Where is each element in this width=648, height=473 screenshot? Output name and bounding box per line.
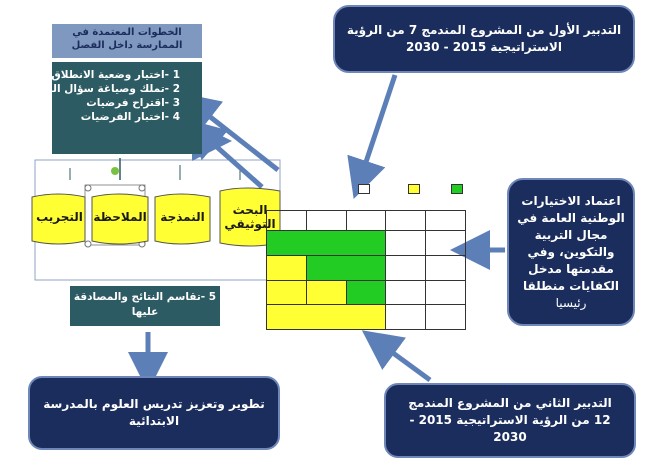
handle: [84, 240, 92, 248]
banner-namdhaja: النمذجة: [160, 210, 205, 224]
arrow-top-box: [347, 74, 398, 199]
handle: [84, 184, 92, 192]
steps-box: 1 -اختيار وضعية الانطلاق 2 -تملك وصياغة …: [20, 62, 202, 154]
banner-bahth: البحث التوثيقي: [224, 203, 276, 231]
step-1: 1 -اختيار وضعية الانطلاق: [51, 69, 180, 81]
banner-namdhaja-shape: [154, 193, 211, 245]
banner-tajrib: التجريب: [36, 210, 83, 224]
title-box: الخطوات المعتمدة في الممارسة داخل الفصل: [52, 24, 202, 58]
arrow-bottom-box: [361, 330, 432, 383]
banner-mulahadha-shape: [91, 193, 149, 245]
legend-white: [358, 184, 370, 194]
step-5-box: 5 -تقاسم النتائج والمصادقة عليها: [70, 286, 220, 326]
step-4: 4 -اختبار الفرضيات: [80, 111, 180, 123]
banner-mulahadha: الملاحظة: [93, 210, 147, 224]
title-box-text: الخطوات المعتمدة في الممارسة داخل الفصل: [71, 27, 183, 51]
top-right-box: التدبير الأول من المشروع المندمج 7 من ال…: [333, 5, 635, 73]
bottom-left-box: تطوير وتعزيز تدريس العلوم بالمدرسة الابت…: [28, 376, 280, 450]
banner-tajrib-shape: [31, 193, 86, 245]
step-3: 3 -اقتراح فرضيات: [86, 97, 180, 109]
handle: [138, 184, 146, 192]
rotate-handle: [111, 167, 119, 175]
arrow-upper: [179, 92, 280, 172]
legend-yellow: [408, 184, 420, 194]
right-box: اعتماد الاختيارات الوطنية العامة في مجال…: [507, 178, 635, 326]
table-legend: [265, 182, 465, 202]
legend-green: [451, 184, 463, 194]
step-2: 2 -تملك وصياغة سؤال التقصي: [20, 83, 180, 95]
banners-layer: [31, 187, 281, 247]
competency-table: [265, 209, 466, 330]
bottom-right-box: التدبير الثاني من المشروع المندمج 12 من …: [384, 383, 636, 458]
